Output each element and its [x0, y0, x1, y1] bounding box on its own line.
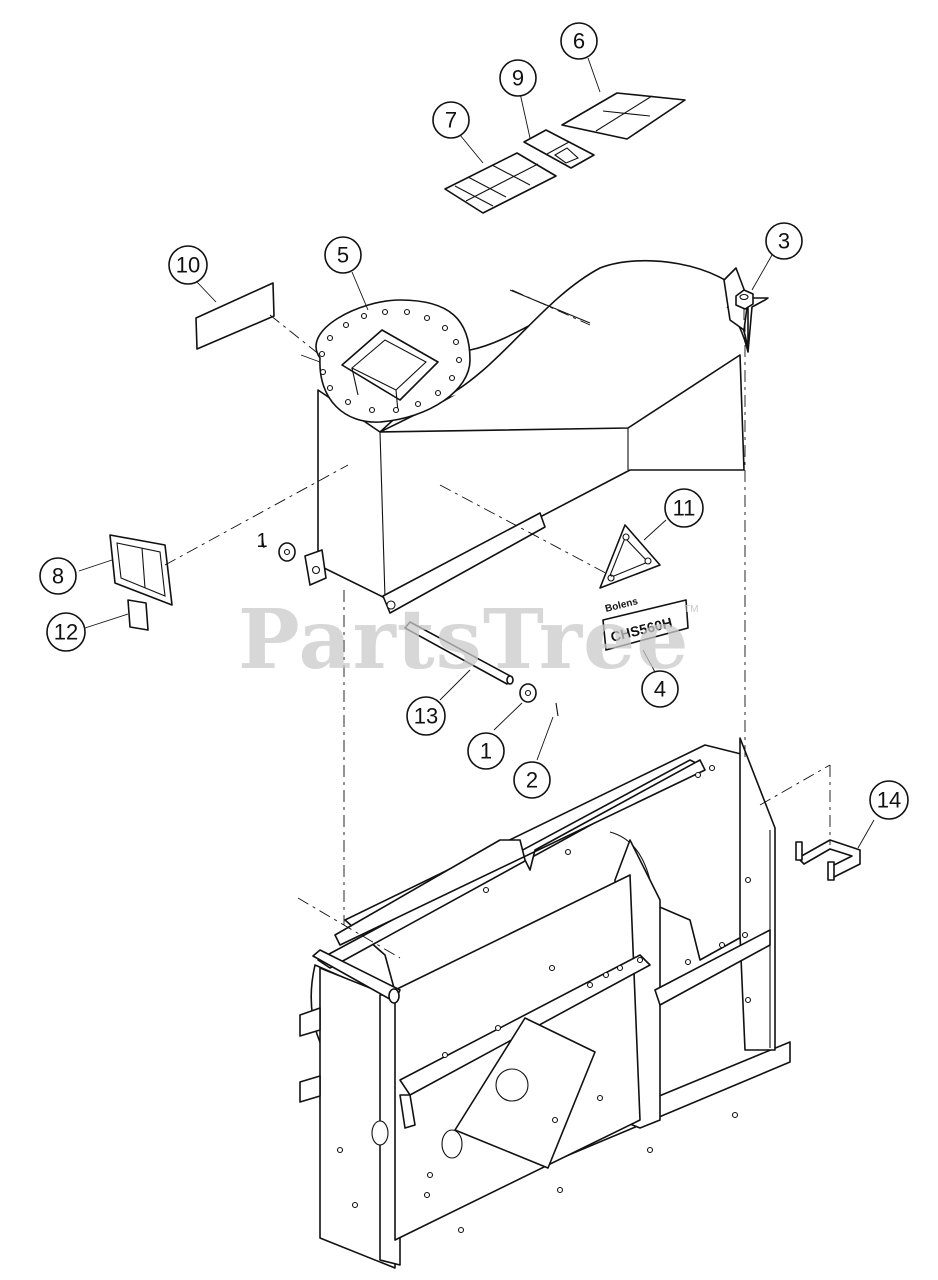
callout-2[interactable]: 2	[513, 761, 551, 799]
callout-11[interactable]: 11	[664, 488, 704, 528]
callout-1b[interactable]: 1	[467, 732, 505, 770]
callouts: 6 9 7 3 10 5 11 8	[39, 22, 909, 820]
callout-9-number: 9	[512, 66, 524, 91]
decal-6[interactable]	[561, 92, 686, 140]
watermark: PartsTree TM	[238, 592, 698, 688]
callout-6-number: 6	[573, 29, 585, 54]
callout-12[interactable]: 12	[46, 612, 86, 652]
callout-13-number: 13	[414, 704, 438, 729]
callout-2-number: 2	[526, 768, 538, 793]
callout-8[interactable]: 8	[39, 557, 77, 595]
decal-10[interactable]	[195, 282, 275, 350]
callout-12-number: 12	[54, 620, 78, 645]
callout-3-number: 3	[778, 229, 790, 254]
decal-8[interactable]	[109, 534, 173, 606]
callout-4-number: 4	[654, 677, 666, 702]
callout-11-number: 11	[673, 496, 696, 521]
bracket-14[interactable]	[795, 839, 861, 881]
callout-3[interactable]: 3	[765, 222, 803, 260]
callout-7[interactable]: 7	[432, 101, 470, 139]
callout-14-number: 14	[877, 788, 901, 813]
frame-holes	[336, 764, 752, 1234]
callout-7-number: 7	[445, 108, 457, 133]
callout-1b-number: 1	[480, 739, 492, 764]
callout-10-number: 10	[176, 253, 200, 278]
callout-1a-number: 1	[256, 530, 267, 552]
decal-7[interactable]	[444, 152, 557, 214]
watermark-trademark: TM	[684, 604, 698, 615]
cotter-pin-2-upper[interactable]	[261, 535, 265, 549]
callout-14[interactable]: 14	[869, 780, 909, 820]
watermark-text: PartsTree	[238, 592, 689, 688]
nut-3[interactable]	[735, 289, 754, 320]
callout-9[interactable]: 9	[499, 59, 537, 97]
callout-1a-label[interactable]: 1	[256, 530, 267, 552]
callout-8-number: 8	[52, 564, 64, 589]
flange-bolt-holes	[318, 308, 463, 414]
cotter-pin-2-lower[interactable]	[555, 702, 559, 717]
decal-11[interactable]	[599, 524, 661, 589]
callout-6[interactable]: 6	[560, 22, 598, 60]
alignment-lines	[164, 289, 831, 959]
callout-5[interactable]: 5	[324, 236, 362, 274]
washer-1-lower[interactable]	[519, 683, 537, 703]
lower-frame[interactable]	[299, 737, 791, 1269]
callout-5-number: 5	[337, 243, 349, 268]
leader-lines	[78, 57, 875, 849]
hinge-pin-13[interactable]	[404, 621, 514, 685]
callout-10[interactable]: 10	[168, 245, 208, 285]
washer-1-upper[interactable]	[278, 542, 296, 562]
callout-4[interactable]: 4	[641, 670, 679, 708]
callout-13[interactable]: 13	[406, 696, 446, 736]
hood-assembly-5[interactable]	[304, 259, 769, 614]
decal-9[interactable]	[523, 129, 595, 169]
decal-12[interactable]	[127, 599, 149, 631]
